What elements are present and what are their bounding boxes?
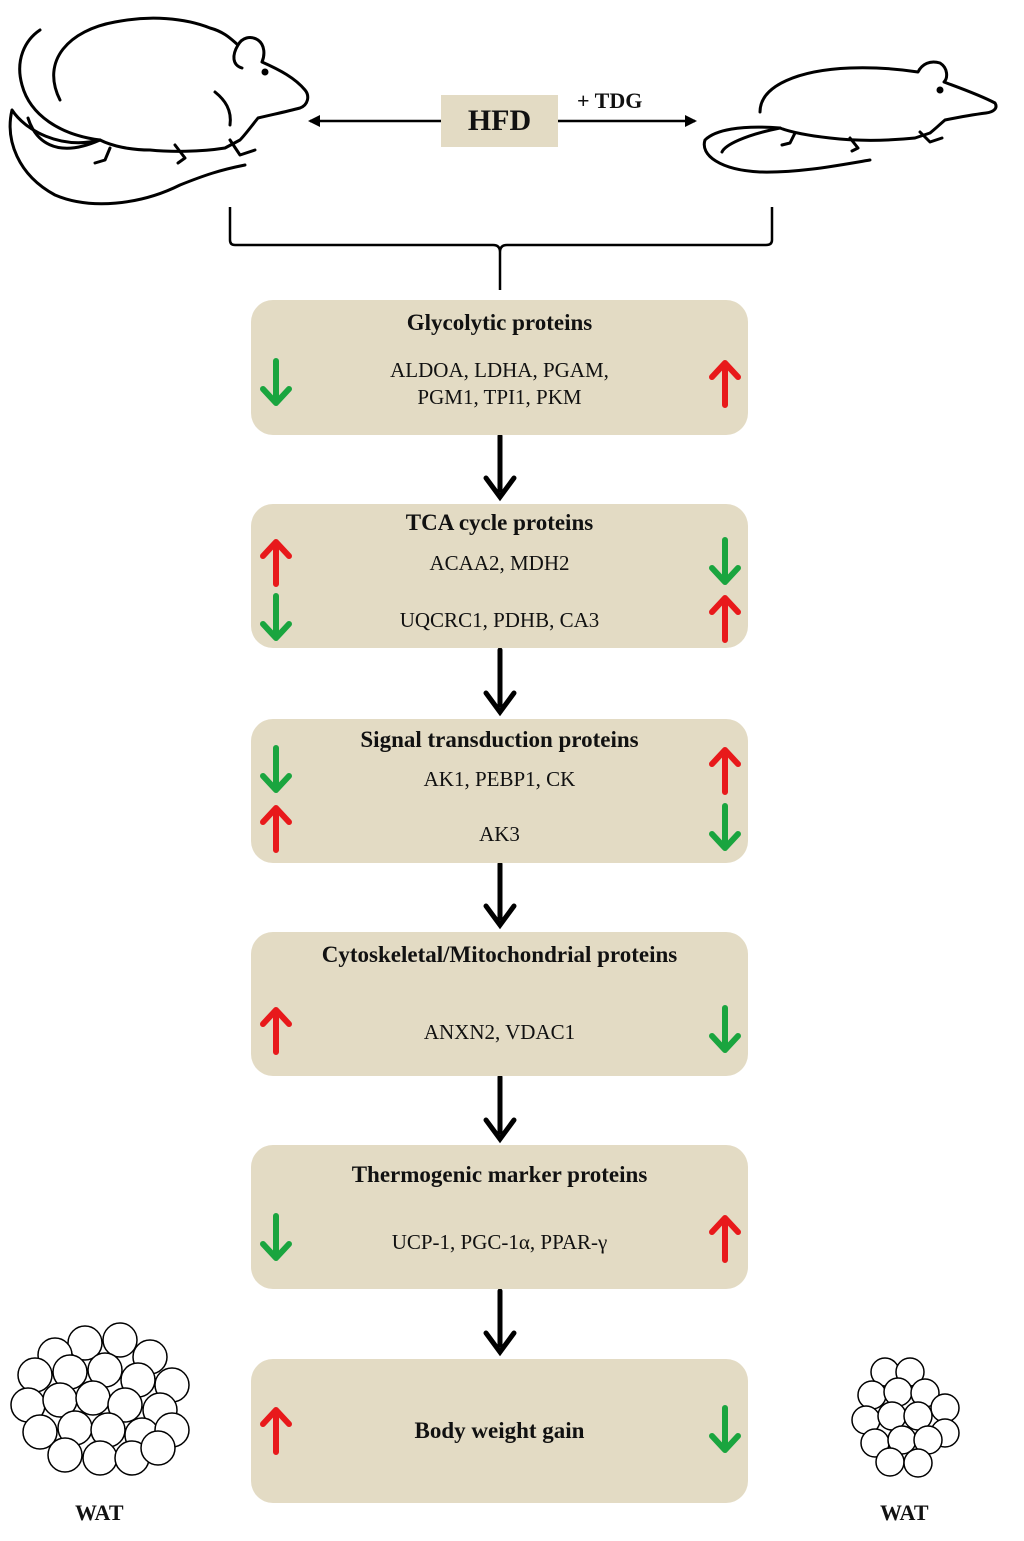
cytoskeletal-mitochondrial-box: Cytoskeletal/Mitochondrial proteins ANXN…	[251, 932, 748, 1076]
up-arrow-icon	[260, 1407, 292, 1455]
up-arrow-icon	[709, 595, 741, 643]
down-arrow-icon	[709, 1005, 741, 1053]
fat-cell-icon	[851, 1357, 960, 1478]
wat-label-right: WAT	[880, 1500, 929, 1525]
wat-label-left: WAT	[75, 1500, 124, 1525]
up-arrow-icon	[709, 360, 741, 408]
tdg-label: + TDG	[577, 88, 643, 113]
tca-box: TCA cycle proteins ACAA2, MDH2 UQCRC1, P…	[251, 504, 748, 648]
box-row-text: UQCRC1, PDHB, CA3	[399, 608, 600, 632]
glycolytic-box: Glycolytic proteins ALDOA, LDHA, PGAM, P…	[251, 300, 748, 435]
box-title: Cytoskeletal/Mitochondrial proteins	[321, 942, 678, 967]
box-row-text: ACAA2, MDH2	[429, 551, 570, 575]
down-arrow-icon	[260, 1213, 292, 1261]
down-arrow-icon	[260, 593, 292, 641]
box-row-text: ANXN2, VDAC1	[423, 1020, 576, 1044]
box-row-text: AK1, PEBP1, CK	[423, 767, 576, 791]
thermogenic-box: Thermogenic marker proteins UCP-1, PGC-1…	[251, 1145, 748, 1289]
box-row-text: ALDOA, LDHA, PGAM,	[390, 358, 609, 382]
box-row-text: AK3	[479, 822, 520, 846]
flow-arrows	[483, 433, 517, 1357]
down-arrow-icon	[260, 745, 292, 793]
down-arrow-icon	[260, 358, 292, 406]
up-arrow-icon	[709, 747, 741, 795]
box-title: Glycolytic proteins	[406, 310, 593, 335]
down-arrow-icon	[709, 803, 741, 851]
signal-transduction-box: Signal transduction proteins AK1, PEBP1,…	[251, 719, 748, 863]
box-row-text: UCP-1, PGC-1α, PPAR-γ	[391, 1230, 608, 1254]
fat-cell-icon	[10, 1322, 190, 1476]
up-arrow-icon	[709, 1215, 741, 1263]
down-arrow-icon	[709, 1405, 741, 1453]
bracket	[228, 207, 774, 290]
box-title: Body weight gain	[414, 1418, 585, 1443]
up-arrow-icon	[260, 1007, 292, 1055]
mouse-icon	[8, 16, 310, 206]
body-weight-box: Body weight gain	[251, 1359, 748, 1503]
box-title: Thermogenic marker proteins	[351, 1162, 648, 1187]
mouse-icon	[702, 60, 998, 174]
hfd-label: HFD	[441, 95, 558, 147]
up-arrow-icon	[260, 539, 292, 587]
down-arrow-icon	[709, 537, 741, 585]
up-arrow-icon	[260, 805, 292, 853]
box-row-text: PGM1, TPI1, PKM	[417, 385, 582, 409]
box-title: TCA cycle proteins	[405, 510, 594, 535]
box-title: Signal transduction proteins	[360, 727, 639, 752]
